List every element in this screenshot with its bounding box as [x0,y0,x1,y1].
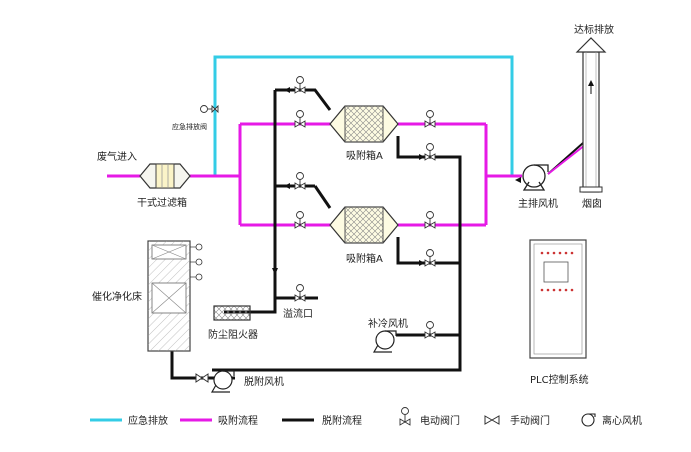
catalytic-bed-box [147,240,203,352]
adsorber-box-2 [329,206,399,244]
main-fan-icon [522,164,549,191]
label-desorption-fan: 脱附风机 [244,375,284,388]
label-chimney: 烟囱 [582,197,602,210]
motor-valve-icon [200,76,436,339]
legend-motor-valve-text: 电动阀门 [420,414,460,427]
legend-manual-valve-icon [484,415,500,425]
label-emergency-valve: 应急排放阀 [172,122,207,131]
flame-arrester-box [213,305,251,321]
manual-valve-icon [195,373,209,383]
dry-filter-box [139,163,191,189]
label-inlet: 废气进入 [97,150,137,163]
label-catalytic-bed: 催化净化床 [92,290,142,303]
chimney-pipe [547,144,586,175]
legend-emergency-text: 应急排放 [128,414,168,427]
label-adsorber-a2: 吸附箱A [346,252,383,265]
label-plc: PLC控制系统 [530,373,589,386]
label-discharge: 达标排放 [574,23,614,36]
legend: 应急排放 吸附流程 脱附流程 电动阀门 手动阀门 离心风机 [90,407,642,427]
legend-manual-valve-text: 手动阀门 [510,414,550,427]
plc-cabinet [529,239,587,359]
legend-motor-valve-icon [399,407,411,426]
label-dry-filter: 干式过滤箱 [137,196,187,209]
emergency-lines [213,55,514,176]
chimney-icon [575,37,607,193]
label-adsorber-a1: 吸附箱A [346,149,383,162]
label-flame-arrester: 防尘阻火器 [208,328,258,341]
adsorber-box-1 [329,105,399,143]
legend-desorption-text: 脱附流程 [322,414,362,427]
label-cooling-fan: 补冷风机 [368,317,408,330]
legend-fan-text: 离心风机 [602,414,642,427]
flow-arrows [272,87,521,275]
adsorption-lines [107,122,522,227]
label-overflow: 溢流口 [283,307,313,320]
label-main-fan: 主排风机 [518,197,558,210]
legend-adsorption-text: 吸附流程 [218,414,258,427]
legend-fan-icon [581,413,596,427]
desorption-fan-icon [210,370,235,393]
cooling-fan-icon [372,330,397,353]
